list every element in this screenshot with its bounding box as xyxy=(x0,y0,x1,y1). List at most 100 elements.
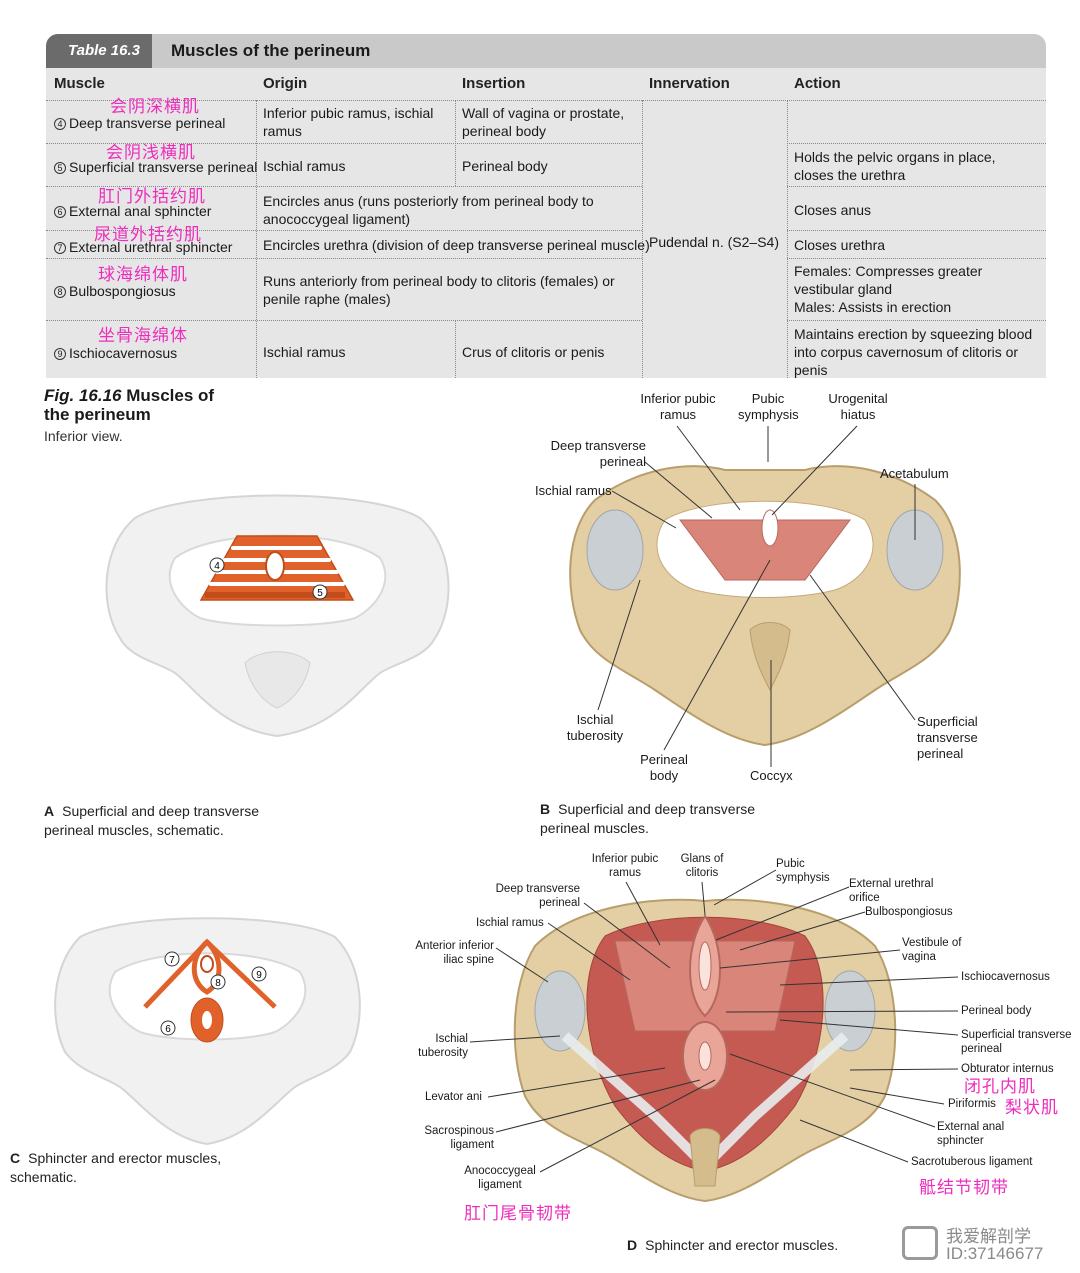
origin-cell: Ischial ramus xyxy=(263,344,346,360)
label-anococcygeal-ligament-d: Anococcygeal ligament xyxy=(464,1165,536,1191)
label-pubic-symphysis-d: Pubic symphysis xyxy=(776,858,830,884)
label-bulbospongiosus-d: Bulbospongiosus xyxy=(865,906,953,918)
label-superficial-transverse-perineal-b: Superficial transverse perineal xyxy=(917,714,978,761)
muscle-name-text: External anal sphincter xyxy=(69,203,212,219)
insertion-cell: Wall of vagina or prostate, perineal bod… xyxy=(462,105,625,139)
label-sacrotuberous-ligament-d: Sacrotuberous ligament xyxy=(911,1156,1033,1168)
row-divider xyxy=(787,230,1046,231)
figure-title: Fig. 16.16 Muscles of the perineum xyxy=(44,386,244,424)
muscle-cn-annotation: 球海绵体肌 xyxy=(98,265,188,285)
insertion-cell: Crus of clitoris or penis xyxy=(462,344,605,360)
coccyx xyxy=(689,1128,721,1187)
muscle-cn-annotation: 坐骨海绵体 xyxy=(98,326,188,346)
table-number: Table 16.3 xyxy=(46,34,152,68)
row-number-marker: 5 xyxy=(54,162,66,174)
label-obturator-internus-cn: 闭孔内肌 xyxy=(964,1077,1036,1097)
row-divider xyxy=(787,258,1046,259)
label-external-anal-sphincter-d: External anal sphincter xyxy=(937,1121,1005,1147)
row-divider xyxy=(46,320,642,321)
row-number-marker: 6 xyxy=(54,206,66,218)
bulbospongiosus-muscle xyxy=(191,938,222,995)
marker-6 xyxy=(160,1020,176,1036)
anus-opening xyxy=(202,1011,212,1029)
panel-c-letter: C xyxy=(10,1150,21,1166)
panel-d-caption-text: Sphincter and erector muscles. xyxy=(645,1237,839,1253)
action-cell: Closes anus xyxy=(794,202,872,218)
row-divider xyxy=(46,258,642,259)
row-number-marker: 4 xyxy=(54,118,66,130)
figure-title-text: Muscles of the perineum xyxy=(44,386,215,424)
panel-a-illustration: 4 5 xyxy=(105,494,450,738)
label-pubic-symphysis-b: Pubic symphysis xyxy=(738,391,799,422)
panel-b-illustration xyxy=(569,465,961,747)
table-header-bar: Table 16.3 Muscles of the perineum xyxy=(46,34,1046,68)
acetabulum-left xyxy=(586,509,644,591)
muscle-cn-annotation: 会阴深横肌 xyxy=(110,97,200,117)
col-divider xyxy=(455,320,456,378)
innervation-cell: Pudendal n. (S2–S4) xyxy=(649,234,779,250)
label-perineal-body-d: Perineal body xyxy=(961,1005,1032,1017)
label-glans-of-clitoris-d: Glans of clitoris xyxy=(680,853,724,879)
panel-b-caption-text: Superficial and deep transverse perineal… xyxy=(540,801,756,836)
urethra-opening xyxy=(200,955,214,973)
label-obturator-internus-d: Obturator internus xyxy=(961,1063,1054,1075)
panel-d-illustration xyxy=(513,898,897,1203)
col-divider xyxy=(787,100,788,378)
figure-subtitle: Inferior view. xyxy=(44,428,123,444)
label-vestibule-of-vagina-d: Vestibule of vagina xyxy=(902,937,962,963)
label-deep-transverse-perineal-b: Deep transverse perineal xyxy=(550,438,646,469)
origin-cell: Runs anteriorly from perineal body to cl… xyxy=(263,273,615,307)
label-perineal-body-b: Perineal body xyxy=(640,752,688,783)
urethra-opening xyxy=(265,551,285,581)
insertion-cell: Perineal body xyxy=(462,158,548,174)
panel-d-letter: D xyxy=(627,1237,638,1253)
row-number-marker: 7 xyxy=(54,242,66,254)
label-sacrospinous-ligament-d: Sacrospinous ligament xyxy=(424,1125,494,1151)
label-anterior-inferior-iliac-spine-d: Anterior inferior iliac spine xyxy=(415,940,494,966)
watermark-logo-icon xyxy=(902,1226,938,1260)
col-header-muscle: Muscle xyxy=(54,75,105,92)
marker-9-label: 9 xyxy=(256,970,262,981)
action-cell: Closes urethra xyxy=(794,237,886,253)
label-piriformis-d: Piriformis xyxy=(948,1098,996,1110)
label-piriformis-cn: 梨状肌 xyxy=(1005,1098,1059,1118)
marker-8-label: 8 xyxy=(215,978,221,989)
origin-cell: Encircles urethra (division of deep tran… xyxy=(263,237,650,253)
col-divider xyxy=(455,100,456,186)
panel-c-caption-text: Sphincter and erector muscles, schematic… xyxy=(10,1150,222,1185)
row-divider xyxy=(787,143,1046,144)
label-urogenital-hiatus-b: Urogenital hiatus xyxy=(828,391,888,422)
urogenital-hiatus xyxy=(761,509,779,547)
marker-5 xyxy=(312,584,328,600)
row-divider xyxy=(787,320,1046,321)
watermark-line-2: ID:37146677 xyxy=(946,1244,1044,1263)
origin-cell: Ischial ramus xyxy=(263,158,346,174)
col-header-innervation: Innervation xyxy=(649,75,730,92)
action-line: Females: Compresses greater vestibular g… xyxy=(794,263,983,297)
marker-9 xyxy=(251,966,267,982)
anus-opening xyxy=(698,1041,712,1071)
action-line: Males: Assists in erection xyxy=(794,299,952,315)
action-cell: Females: Compresses greater vestibular g… xyxy=(794,262,1039,316)
label-ischiocavernosus-d: Ischiocavernosus xyxy=(961,971,1050,983)
acetabulum-right xyxy=(824,970,876,1052)
table-title: Muscles of the perineum xyxy=(171,41,371,60)
superficial-transverse-perineal-muscle xyxy=(205,592,345,598)
panel-a-caption-text: Superficial and deep transverse perineal… xyxy=(44,803,260,838)
row-divider xyxy=(46,230,642,231)
sacrum-coccyx xyxy=(244,651,311,709)
marker-7-label: 7 xyxy=(169,955,175,966)
label-ischial-tuberosity-b: Ischial tuberosity xyxy=(566,712,624,743)
marker-5-label: 5 xyxy=(317,588,323,599)
marker-6-label: 6 xyxy=(165,1024,171,1035)
label-deep-transverse-perineal-d: Deep transverse perineal xyxy=(495,883,580,909)
label-ischial-ramus-d: Ischial ramus xyxy=(476,917,544,929)
col-divider xyxy=(256,100,257,378)
marker-4-label: 4 xyxy=(214,561,220,572)
